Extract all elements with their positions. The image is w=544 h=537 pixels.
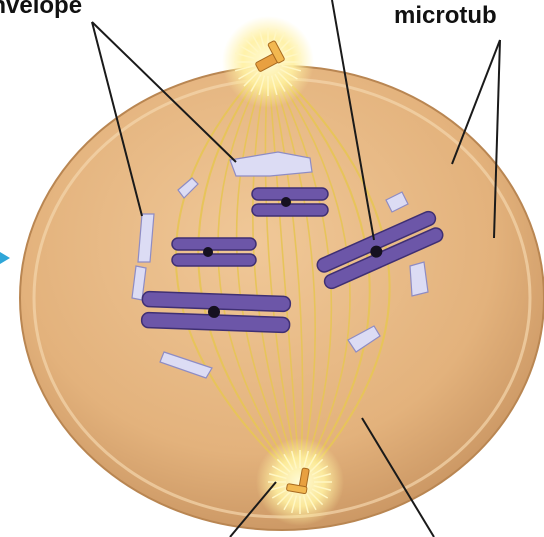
upper-centrosome bbox=[222, 16, 314, 108]
pointer-mark bbox=[0, 252, 10, 264]
lower-centrosome bbox=[256, 438, 344, 526]
